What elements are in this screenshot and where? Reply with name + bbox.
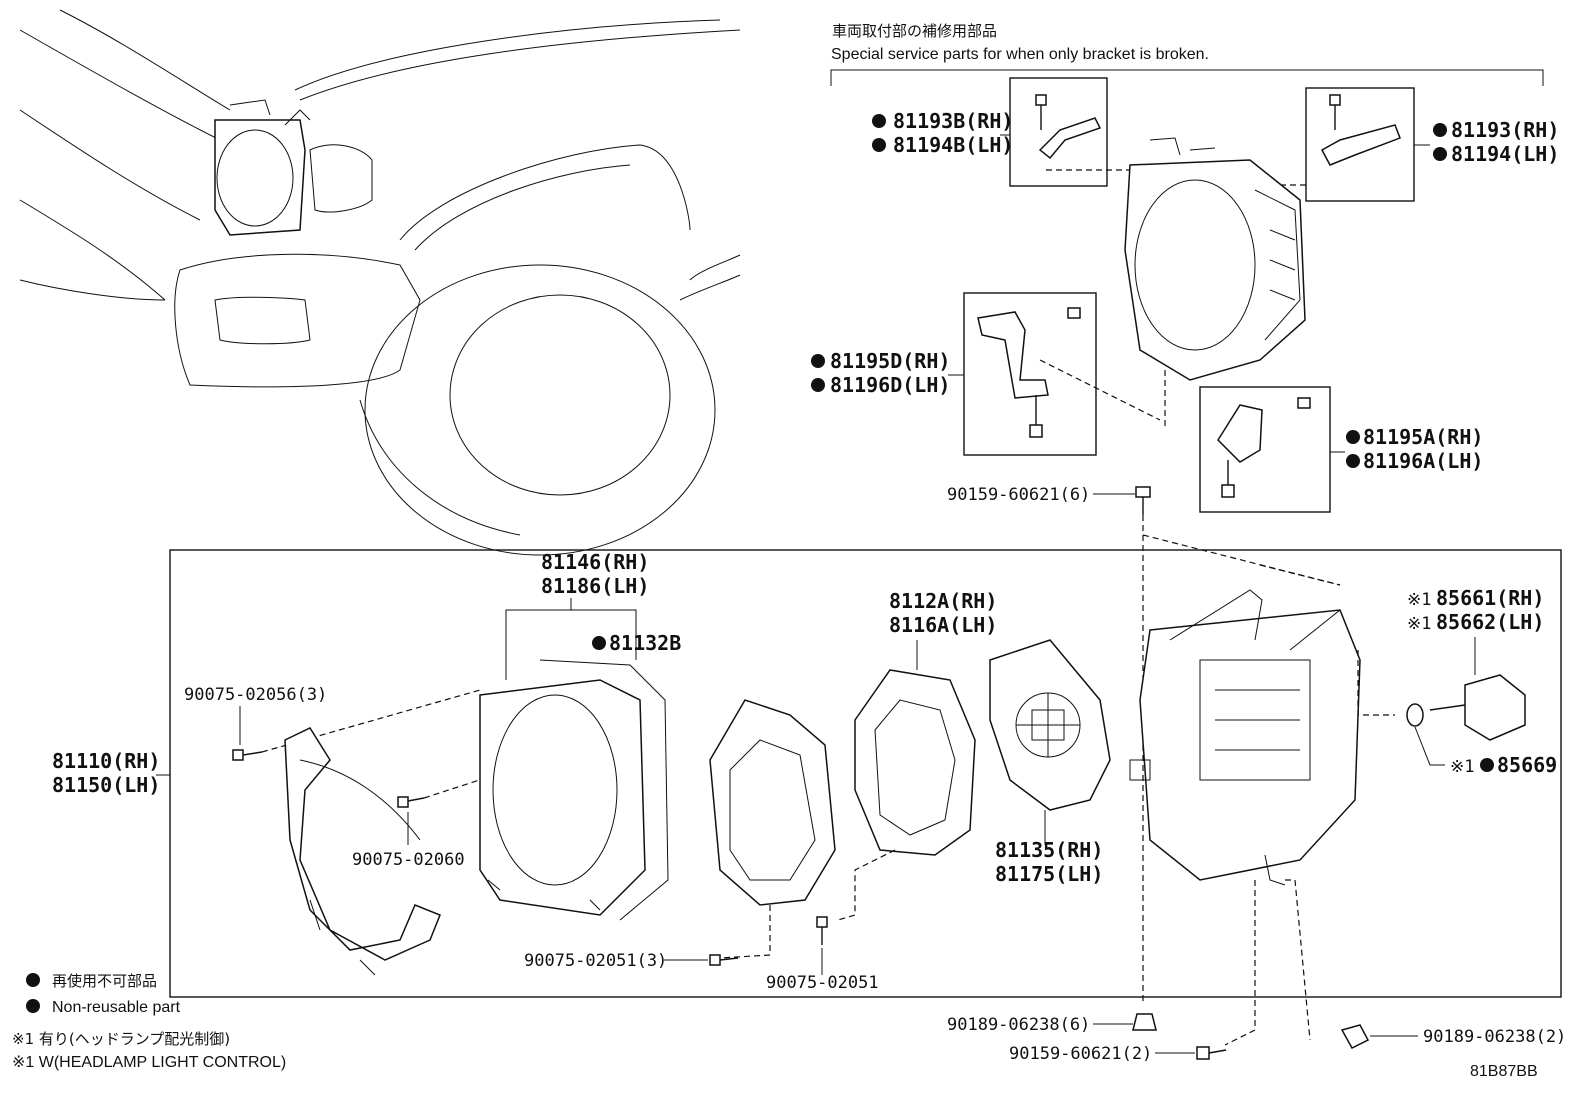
label-81193: 81193(RH)	[1451, 118, 1559, 142]
legend-dot-en	[26, 999, 40, 1013]
assembly-box	[169, 549, 1562, 998]
lamp-bracket	[284, 727, 441, 976]
vehicle-illustration	[19, 9, 741, 556]
diagram-code: 81B87BB	[1470, 1063, 1538, 1080]
label-81110: 81110(RH)	[52, 749, 160, 773]
label-81196a: 81196A(LH)	[1363, 449, 1483, 473]
bracket-81195d	[977, 307, 1081, 438]
label-90159-6: 90159-60621(6)	[947, 485, 1090, 505]
box-81195d	[963, 292, 1097, 456]
label-8112a: 8112A(RH)	[889, 589, 997, 613]
leveling-motor	[1429, 674, 1526, 741]
nonreusable-dot	[872, 138, 886, 152]
label-81193b: 81193B(RH)	[893, 109, 1013, 133]
legend-note1-en: ※1 W(HEADLAMP LIGHT CONTROL)	[12, 1054, 286, 1071]
label-90075-02060: 90075-02060	[352, 850, 465, 870]
nonreusable-dot	[592, 636, 606, 650]
header-en: Special service parts for when only brac…	[831, 46, 1209, 63]
headlamp-housing-main	[1129, 589, 1361, 886]
bracket-8112a	[854, 669, 976, 856]
label-85669: 85669	[1497, 753, 1557, 777]
label-85662: 85662(LH)	[1436, 610, 1544, 634]
screw-90075-02056	[232, 749, 263, 761]
screw-90075-02051-3	[709, 954, 739, 966]
box-81195a	[1199, 386, 1331, 513]
legend-nonreusable-en: Non-reusable part	[52, 999, 181, 1016]
nonreusable-dot	[1480, 758, 1494, 772]
lamp-body-81146	[479, 659, 669, 921]
label-81146: 81146(RH)	[541, 550, 649, 574]
legend-dot-jp	[26, 973, 40, 987]
label-mark1-85662: ※1	[1407, 614, 1431, 634]
bracket-81193b	[1035, 94, 1102, 160]
nonreusable-dot	[1433, 123, 1447, 137]
retaining-ring	[709, 699, 836, 906]
bracket-81193	[1320, 94, 1401, 166]
label-90159-2: 90159-60621(2)	[1009, 1044, 1152, 1064]
label-90075-02056: 90075-02056(3)	[184, 685, 327, 705]
label-81195d: 81195D(RH)	[830, 349, 950, 373]
nonreusable-dot	[872, 114, 886, 128]
label-81135: 81135(RH)	[995, 838, 1103, 862]
label-90075-02051-3: 90075-02051(3)	[524, 951, 667, 971]
label-mark1-85669: ※1	[1450, 757, 1474, 777]
projector-81135	[989, 639, 1111, 811]
nonreusable-dot	[1433, 147, 1447, 161]
legend-note1-jp: ※1 有り(ヘッドランプ配光制御)	[12, 1030, 230, 1048]
headlamp-housing-upper	[1124, 137, 1306, 381]
label-85661: 85661(RH)	[1436, 586, 1544, 610]
screw-90075-02051	[816, 916, 828, 945]
nonreusable-dot	[1346, 454, 1360, 468]
header-jp: 車両取付部の補修用部品	[832, 22, 997, 40]
label-mark1-85661: ※1	[1407, 590, 1431, 610]
o-ring-85669	[1406, 703, 1424, 727]
header-bracket	[830, 69, 1544, 86]
bracket-81195a	[1217, 397, 1311, 498]
label-81195a: 81195A(RH)	[1363, 425, 1483, 449]
nonreusable-dot	[811, 378, 825, 392]
nonreusable-dot	[811, 354, 825, 368]
legend-nonreusable-jp: 再使用不可部品	[52, 972, 157, 990]
label-81175: 81175(LH)	[995, 862, 1103, 886]
label-81186: 81186(LH)	[541, 574, 649, 598]
screw-90075-02060	[397, 796, 425, 808]
box-81193b	[1009, 77, 1108, 187]
label-81196d: 81196D(LH)	[830, 373, 950, 397]
label-81194b: 81194B(LH)	[893, 133, 1013, 157]
label-81132b: 81132B	[609, 631, 681, 655]
label-81150: 81150(LH)	[52, 773, 160, 797]
nut-90189-6	[1132, 1013, 1157, 1031]
label-8116a: 8116A(LH)	[889, 613, 997, 637]
bolt-90159-2	[1196, 1046, 1227, 1060]
bolt-90159-upper	[1135, 486, 1151, 515]
nut-90189-2	[1340, 1024, 1370, 1049]
label-90189-6: 90189-06238(6)	[947, 1015, 1090, 1035]
nonreusable-dot	[1346, 430, 1360, 444]
label-90075-02051: 90075-02051	[766, 973, 879, 993]
label-81194: 81194(LH)	[1451, 142, 1559, 166]
label-90189-2: 90189-06238(2)	[1423, 1027, 1566, 1047]
